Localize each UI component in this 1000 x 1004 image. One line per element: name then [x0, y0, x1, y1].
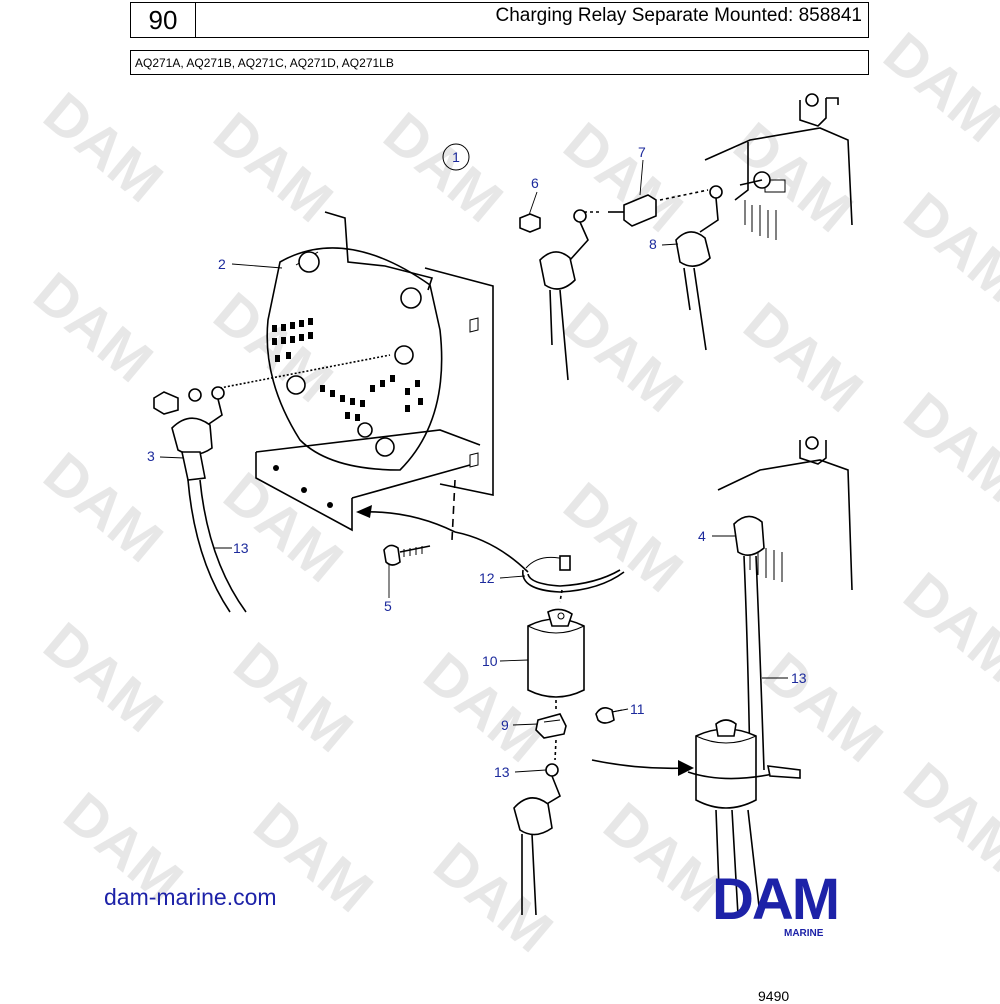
website-link[interactable]: dam-marine.com: [104, 884, 277, 910]
callout-leaders: [159, 159, 788, 773]
drawing-number: 9490: [758, 988, 790, 1004]
callout-11: 11: [630, 701, 645, 717]
logo-subtext: MARINE: [784, 928, 824, 939]
watermark: DAM: [892, 560, 1000, 695]
watermark: DAM: [372, 100, 515, 235]
callout-7: 7: [638, 144, 646, 160]
watermark: DAM: [32, 80, 175, 215]
alternator-housing-top: [704, 93, 853, 240]
watermark: DAM: [732, 290, 875, 425]
callout-9: 9: [501, 717, 509, 733]
watermark: DAM: [32, 610, 175, 745]
callout-13-lower: 13: [494, 764, 510, 780]
logo-wordmark: DAM: [712, 867, 840, 932]
watermark: DAM: [202, 100, 345, 235]
capacitor: [527, 608, 585, 712]
page-number: 90: [131, 3, 196, 37]
rectifier-plate: [219, 211, 443, 471]
watermark: DAM: [722, 110, 865, 245]
watermark: DAM: [892, 750, 1000, 885]
callout-13-left: 13: [233, 540, 249, 556]
watermark: DAM: [22, 260, 165, 395]
group-marker-label: 1: [452, 149, 460, 165]
watermark: DAM: [872, 20, 1000, 155]
models-bar: AQ271A, AQ271B, AQ271C, AQ271D, AQ271LB: [130, 50, 869, 75]
watermark-layer: DAM DAM DAM DAM DAM DAM DAM DAM DAM DAM …: [22, 20, 1000, 965]
callout-12: 12: [479, 570, 495, 586]
callout-5: 5: [384, 598, 392, 614]
callout-10: 10: [482, 653, 498, 669]
upper-cable-assembly: [519, 185, 723, 381]
watermark: DAM: [552, 290, 695, 425]
watermark: DAM: [552, 110, 695, 245]
cable-tie: [522, 555, 625, 603]
watermark: DAM: [212, 460, 355, 595]
watermark: DAM: [222, 630, 365, 765]
title-bar: 90 Charging Relay Separate Mounted: 8588…: [130, 2, 869, 38]
watermark: DAM: [752, 640, 895, 775]
dam-marine-logo: DAM MARINE: [712, 867, 900, 944]
callout-4: 4: [698, 528, 706, 544]
callout-8: 8: [649, 236, 657, 252]
watermark: DAM: [892, 180, 1000, 315]
clip-and-screw: [535, 706, 623, 761]
page-title: Charging Relay Separate Mounted: 858841: [495, 5, 862, 26]
left-cable-assembly: [153, 386, 247, 613]
alternator-housing-bottom: [687, 436, 853, 916]
watermark: DAM: [422, 830, 565, 965]
callout-6: 6: [531, 175, 539, 191]
rectifier-bracket: [255, 267, 494, 532]
model-list: AQ271A, AQ271B, AQ271C, AQ271D, AQ271LB: [135, 56, 394, 70]
group-marker: 1: [442, 143, 470, 171]
callout-2: 2: [218, 256, 226, 272]
callout-13-right: 13: [791, 670, 807, 686]
assembly-arrows: [356, 479, 694, 776]
watermark: DAM: [892, 380, 1000, 515]
callout-labels: 2 3 13 5 6 7 8 12 10 9 11 13 4 13: [147, 144, 807, 780]
mounting-screw: [383, 544, 431, 566]
callout-3: 3: [147, 448, 155, 464]
